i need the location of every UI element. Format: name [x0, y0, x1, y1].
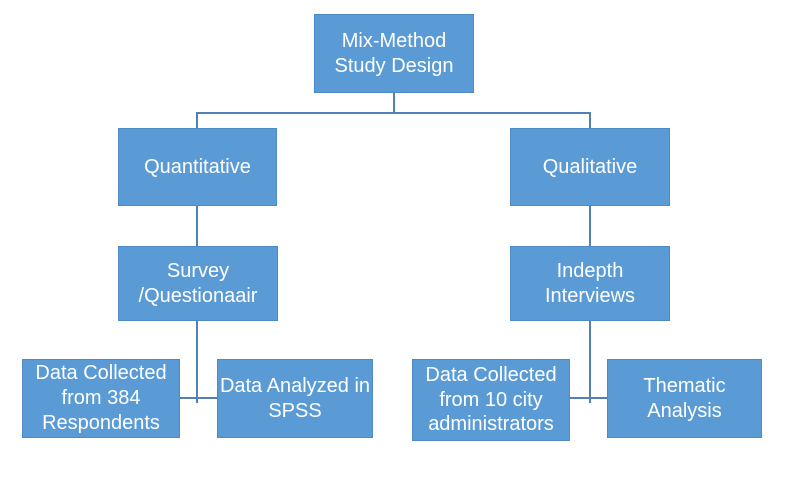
node-data-collected-10-city-administrators: Data Collected from 10 city administrato…	[412, 359, 570, 441]
connector-survey-stem	[196, 321, 198, 403]
connector-qualitative-interviews	[589, 206, 591, 247]
connector-survey-children	[180, 397, 217, 399]
connector-top-horizontal	[196, 112, 591, 114]
node-mix-method-study-design: Mix-Method Study Design	[314, 14, 474, 93]
node-label: Indepth Interviews	[544, 259, 636, 307]
node-label: Qualitative	[542, 155, 638, 178]
connector-interviews-children	[570, 397, 607, 399]
node-label: Survey /Questionaair	[138, 259, 258, 307]
node-label: Quantitative	[144, 155, 251, 178]
node-quantitative: Quantitative	[118, 128, 277, 206]
connector-drop-quantitative	[196, 112, 198, 129]
node-data-collected-384-respondents: Data Collected from 384 Respondents	[22, 359, 180, 438]
node-qualitative: Qualitative	[510, 128, 670, 206]
node-survey-questionnaire: Survey /Questionaair	[118, 246, 278, 321]
node-indepth-interviews: Indepth Interviews	[510, 246, 670, 321]
node-data-analyzed-spss: Data Analyzed in SPSS	[217, 359, 373, 438]
node-label: Thematic Analysis	[643, 374, 726, 422]
connector-quantitative-survey	[196, 206, 198, 247]
node-label: Data Collected from 10 city administrato…	[425, 363, 557, 436]
node-label: Data Analyzed in SPSS	[219, 374, 371, 422]
node-label: Data Collected from 384 Respondents	[35, 362, 167, 434]
connector-interviews-stem	[589, 321, 591, 403]
connector-drop-qualitative	[589, 112, 591, 129]
node-label: Mix-Method Study Design	[334, 29, 454, 77]
connector-root-stem	[393, 93, 395, 113]
node-thematic-analysis: Thematic Analysis	[607, 359, 762, 438]
